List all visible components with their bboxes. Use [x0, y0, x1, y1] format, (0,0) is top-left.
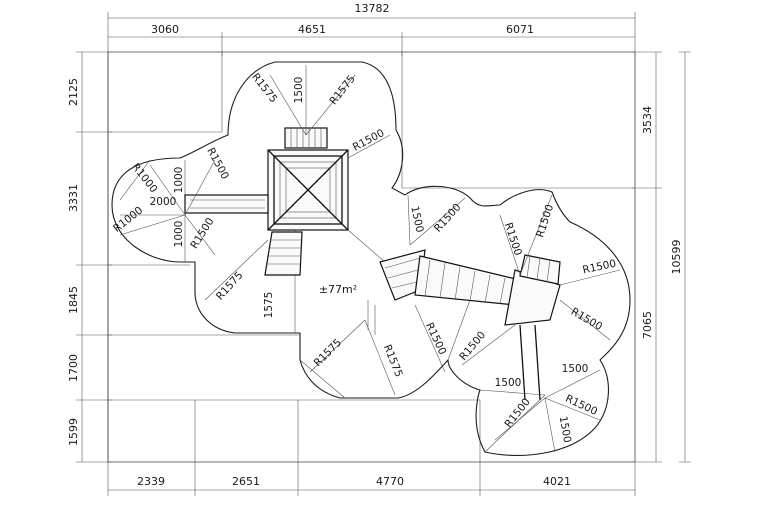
bottom-dim-3: 4770 — [376, 475, 404, 488]
radius-label: R1000 — [111, 204, 145, 234]
top-dimensions — [107, 12, 636, 56]
left-dim-2: 3331 — [67, 184, 80, 212]
left-dim-4: 1700 — [67, 354, 80, 382]
top-dim-3: 6071 — [506, 23, 534, 36]
linear-label: 1000 — [173, 167, 185, 194]
radius-label: R1500 — [502, 221, 524, 257]
safety-zone-outline — [111, 61, 631, 456]
linear-label: 1500 — [557, 415, 573, 443]
radius-label: R1575 — [381, 343, 405, 379]
linear-label: 2000 — [150, 196, 177, 208]
slide-left — [184, 194, 269, 214]
linear-label: 1000 — [173, 221, 185, 248]
radius-label: R1500 — [432, 201, 464, 234]
right-dimensions — [632, 51, 691, 463]
radius-label: R1500 — [351, 127, 387, 154]
radius-label: R1500 — [457, 329, 488, 363]
bottom-dim-4: 4021 — [543, 475, 571, 488]
site-boundary — [107, 51, 636, 463]
left-dim-3: 1845 — [67, 286, 80, 314]
radius-label: R1575 — [312, 337, 345, 370]
overall-width-label: 13782 — [355, 2, 390, 15]
radius-label: R1500 — [502, 396, 532, 430]
linear-label: 1575 — [263, 292, 275, 319]
area-label: ±77m² — [319, 283, 357, 296]
radius-label: R1575 — [327, 73, 357, 107]
climbing-poles — [367, 300, 541, 401]
radius-label: R1500 — [188, 216, 216, 251]
radius-label: R1575 — [249, 71, 279, 105]
radius-label: R1000 — [129, 161, 159, 195]
left-dimensions — [76, 51, 112, 463]
tower-main — [267, 127, 349, 231]
radius-label: R1575 — [214, 269, 246, 302]
right-dim-2: 7065 — [641, 311, 654, 339]
linear-label: 1500 — [562, 363, 589, 375]
radius-label: R1500 — [581, 258, 617, 277]
linear-label: 1500 — [495, 377, 522, 389]
linear-label: 1500 — [293, 77, 305, 104]
top-dim-2: 4651 — [298, 23, 326, 36]
linear-label: 1500 — [408, 205, 425, 234]
steps-ladder — [264, 231, 303, 276]
bottom-dim-1: 2339 — [137, 475, 165, 488]
top-dim-1: 3060 — [151, 23, 179, 36]
right-dim-1: 3534 — [641, 106, 654, 134]
radius-label: R1500 — [423, 321, 448, 357]
radius-leaders — [119, 65, 621, 453]
radius-label: R1500 — [534, 203, 556, 239]
bottom-dim-2: 2651 — [232, 475, 260, 488]
radius-label: R1500 — [569, 306, 604, 333]
radius-label: R1500 — [563, 393, 599, 418]
overall-height-label: 10599 — [670, 240, 683, 275]
left-dim-1: 2125 — [67, 78, 80, 106]
bottom-dimensions — [107, 462, 636, 496]
tower-secondary — [347, 229, 561, 326]
left-dim-5: 1599 — [67, 418, 80, 446]
radius-label: R1500 — [204, 146, 231, 182]
